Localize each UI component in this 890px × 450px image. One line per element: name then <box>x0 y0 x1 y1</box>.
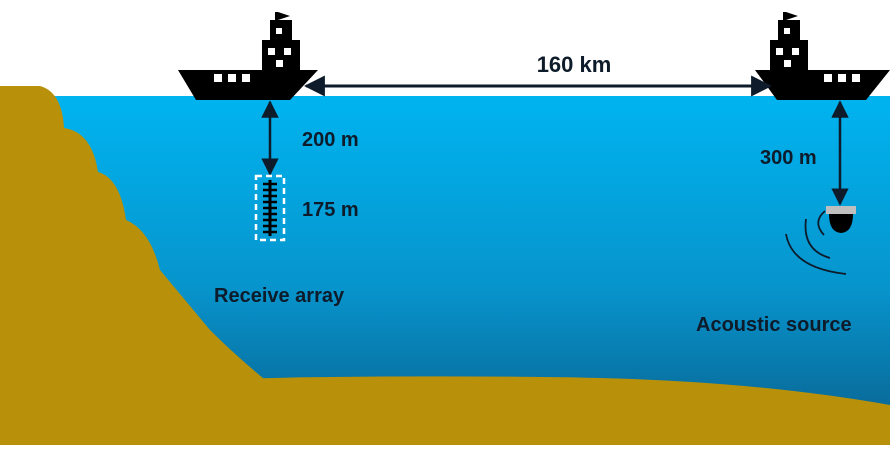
ship-icon <box>178 12 318 100</box>
acoustic-source-label: Acoustic source <box>696 314 852 336</box>
acoustic-source-icon <box>826 206 856 233</box>
receive-array-label: Receive array <box>214 285 345 307</box>
hydrophone-array-icon <box>254 174 286 242</box>
sound-wave-icon <box>785 210 847 275</box>
coastal-slope <box>0 86 280 400</box>
receiver-depth-label: 200 m <box>302 129 359 151</box>
source-depth-label: 300 m <box>760 147 817 169</box>
ship-icon <box>755 12 890 100</box>
distance-label: 160 km <box>537 52 612 77</box>
array-length-label: 175 m <box>302 199 359 221</box>
